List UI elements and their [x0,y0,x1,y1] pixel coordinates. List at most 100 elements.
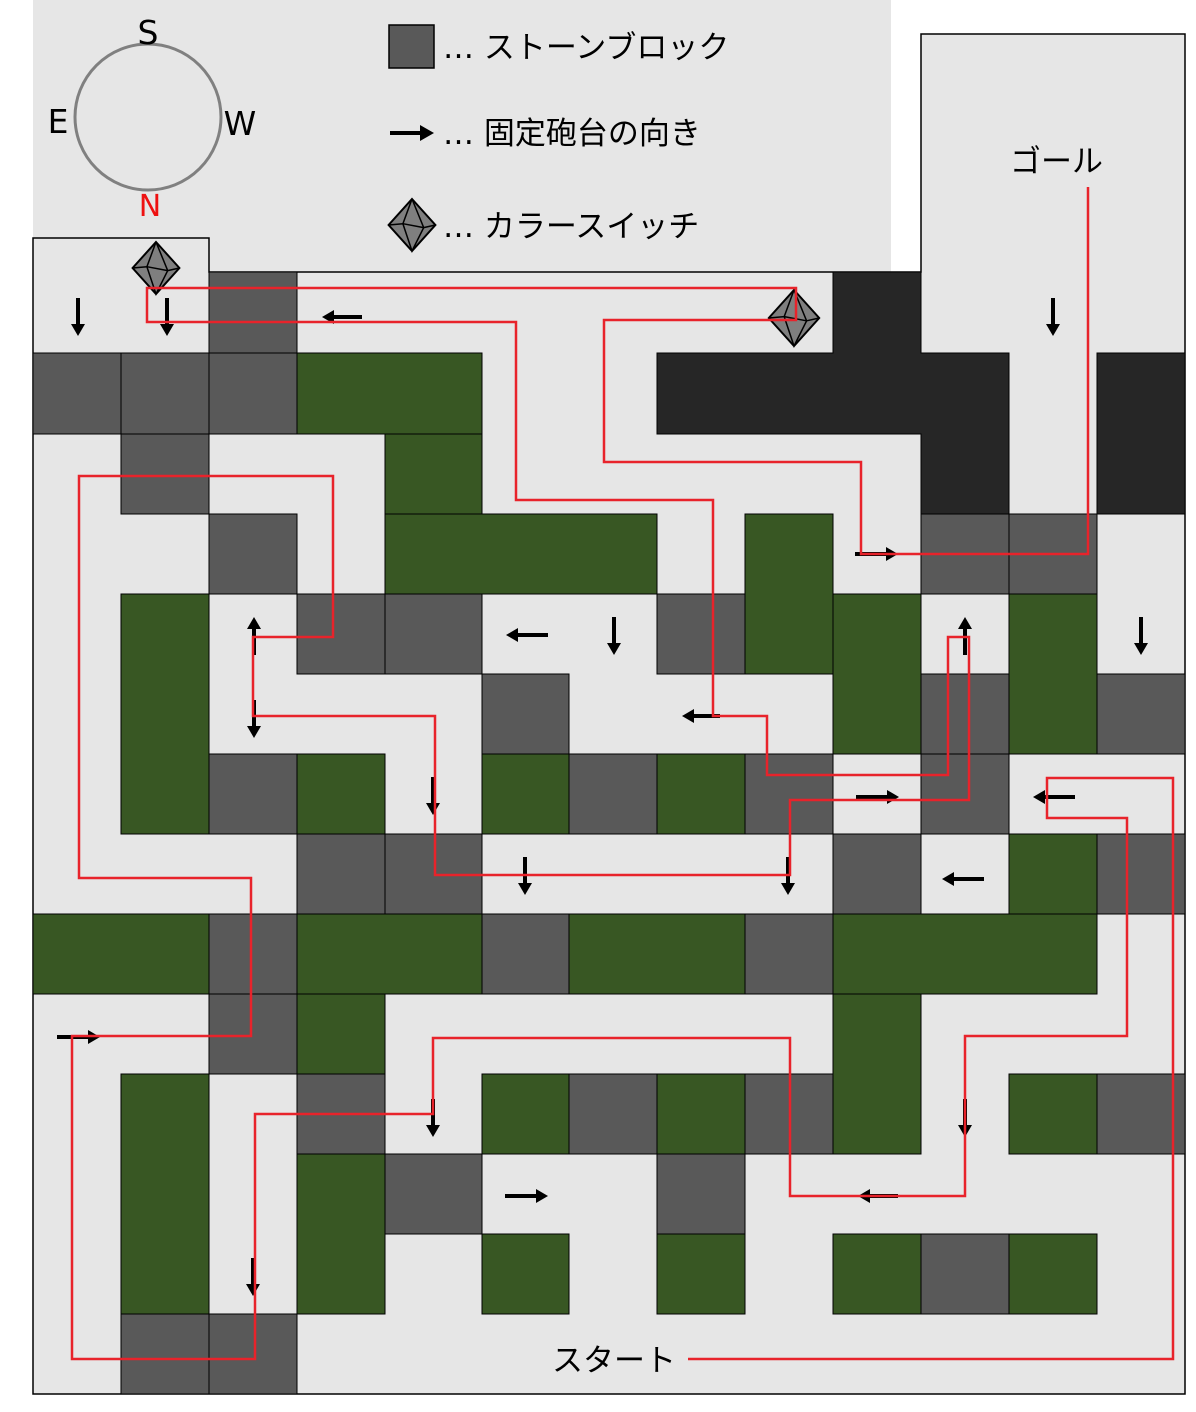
stone-block [832,833,922,915]
green-block [1008,1073,1098,1155]
stone-block [296,833,386,915]
stone-block [1096,1073,1186,1155]
green-block [832,593,922,755]
compass: S E W N [48,13,257,224]
stone-block [208,513,298,595]
cannon-head [958,617,972,629]
stone-block [208,271,298,354]
stone-block [920,673,1010,755]
stone-block [656,1153,746,1235]
cannon-arrow-icon [1134,617,1148,655]
green-block [656,1073,746,1155]
cannon-head [247,617,261,629]
stone-block [656,593,746,675]
cannon-arrow-icon [958,617,972,655]
color-switch-icon [387,197,437,253]
stone-block [481,673,570,755]
stone-block [208,753,298,835]
green-block [384,433,483,515]
stone-block [296,593,386,675]
green-block [296,913,483,995]
stone-block [384,593,483,675]
dark-block [1096,352,1186,515]
green-block [296,753,386,835]
switch-facet [388,222,403,226]
cannon-head [426,803,440,815]
switch-facet [146,241,169,296]
stone-block [32,352,122,435]
route-line [70,187,1175,1361]
stone-block [568,753,658,835]
green-block [656,753,746,835]
stone-block [920,1233,1010,1315]
cannon-head [1134,643,1148,655]
cannon-head [536,1189,548,1203]
switch-facet [146,265,168,272]
stone-block [1096,673,1186,755]
cannon-arrow-icon [1046,298,1060,336]
green-block [568,913,746,995]
color-switch-icon [767,288,821,348]
cannon-head [607,643,621,655]
cannon-arrow-icon [322,310,362,324]
dark-block [656,271,1010,515]
color-switch-icon [131,240,181,296]
green-block [120,593,210,835]
floor-area [297,272,921,354]
cannon-head [246,1284,260,1296]
cannon-head [322,310,334,324]
cannon-arrow-icon [505,1189,548,1203]
green-block [832,913,1098,995]
cannon-head [160,324,174,336]
switch-facet [806,317,820,322]
compass-bottom: N [139,189,161,224]
green-block [1008,593,1098,755]
stone-block [120,1313,210,1395]
stone-block [120,433,210,515]
switch-facet [783,289,808,348]
switch-layer [131,240,821,348]
green-block [296,352,483,435]
green-block [481,1073,570,1155]
goal-label: ゴール [1010,144,1103,180]
green-block [32,913,210,995]
start-label: スタート [552,1343,676,1379]
compass-icon [73,42,223,192]
legend-stone-label: … ストーンブロック [443,30,729,66]
stone-block [481,913,570,995]
stone-block [568,1073,658,1155]
cannon-head [1033,790,1045,804]
stone-block [208,352,298,435]
switch-facet [768,315,785,319]
stone-block [384,1153,483,1235]
green-block [656,1233,746,1315]
cannon-arrow-icon [390,125,434,141]
cannon-arrow-icon [607,617,621,655]
green-block [832,1233,922,1315]
green-block [384,513,658,595]
green-block [832,993,922,1155]
stone-block-icon [388,24,435,69]
green-block [481,753,570,835]
legend-switch-label: … カラースイッチ [443,209,699,245]
stone-block [1096,833,1186,915]
compass-left: E [48,102,69,141]
cannon-arrow-icon [246,1258,260,1296]
green-block [1008,1233,1098,1315]
cannon-head [942,872,954,886]
stone-block [120,352,210,435]
cannon-head [518,883,532,895]
cannon-head [426,1125,440,1137]
switch-facet [167,267,180,272]
switch-facet [402,222,424,229]
stone-block [744,913,834,995]
cannon-arrow-icon [942,872,984,886]
green-block [296,1153,386,1315]
switch-facet [132,265,147,269]
floor-area [33,238,209,354]
cannon-arrow-icon [160,298,174,336]
legend: … ストーンブロック … 固定砲台の向き … カラースイッチ [387,24,729,253]
green-block [481,1233,570,1315]
stone-block [920,753,1010,835]
